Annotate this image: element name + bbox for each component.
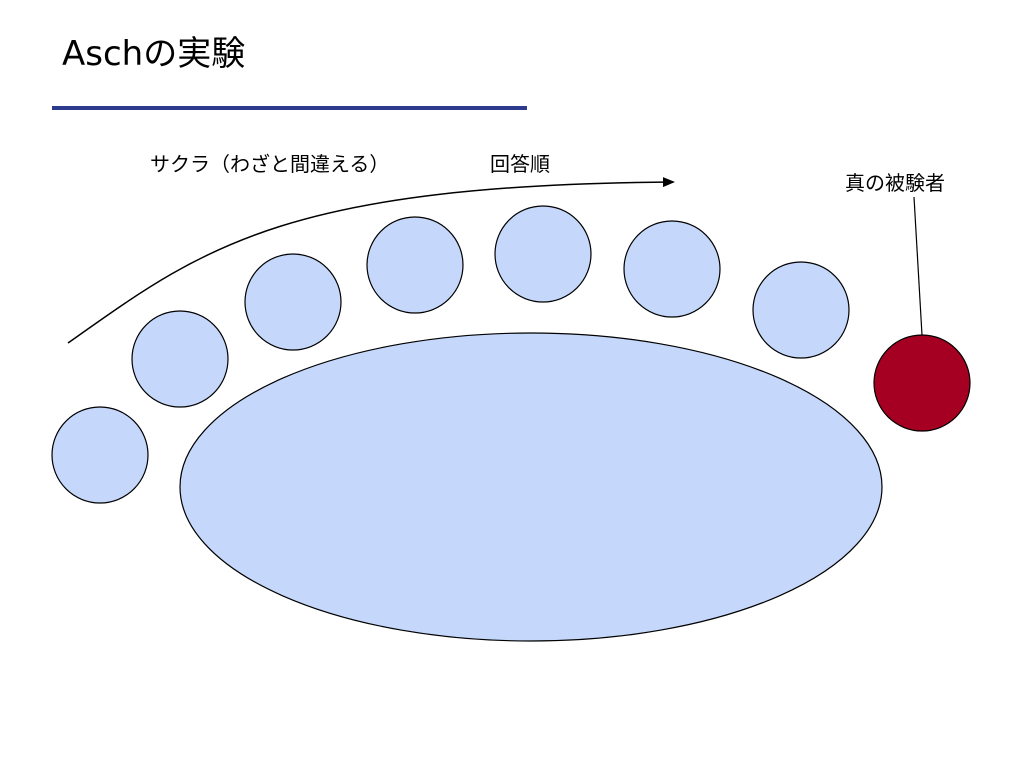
confederate-seat bbox=[752, 261, 850, 359]
true-subject-seat bbox=[873, 334, 971, 432]
confederate-seat bbox=[244, 253, 342, 351]
subject-pointer-line bbox=[913, 196, 923, 336]
title-underline bbox=[52, 106, 527, 110]
confederates-label: サクラ（わざと間違える） bbox=[150, 152, 390, 176]
true-subject-label: 真の被験者 bbox=[845, 171, 945, 195]
answer-order-arrow bbox=[67, 177, 675, 344]
confederate-seat bbox=[366, 216, 464, 314]
confederate-seat bbox=[131, 310, 229, 408]
slide-title: Aschの実験 bbox=[62, 34, 246, 74]
confederate-seat bbox=[494, 205, 592, 303]
answer-order-label: 回答順 bbox=[490, 152, 550, 176]
confederate-seat bbox=[623, 220, 721, 318]
confederate-seat bbox=[51, 406, 149, 504]
table bbox=[179, 332, 883, 642]
